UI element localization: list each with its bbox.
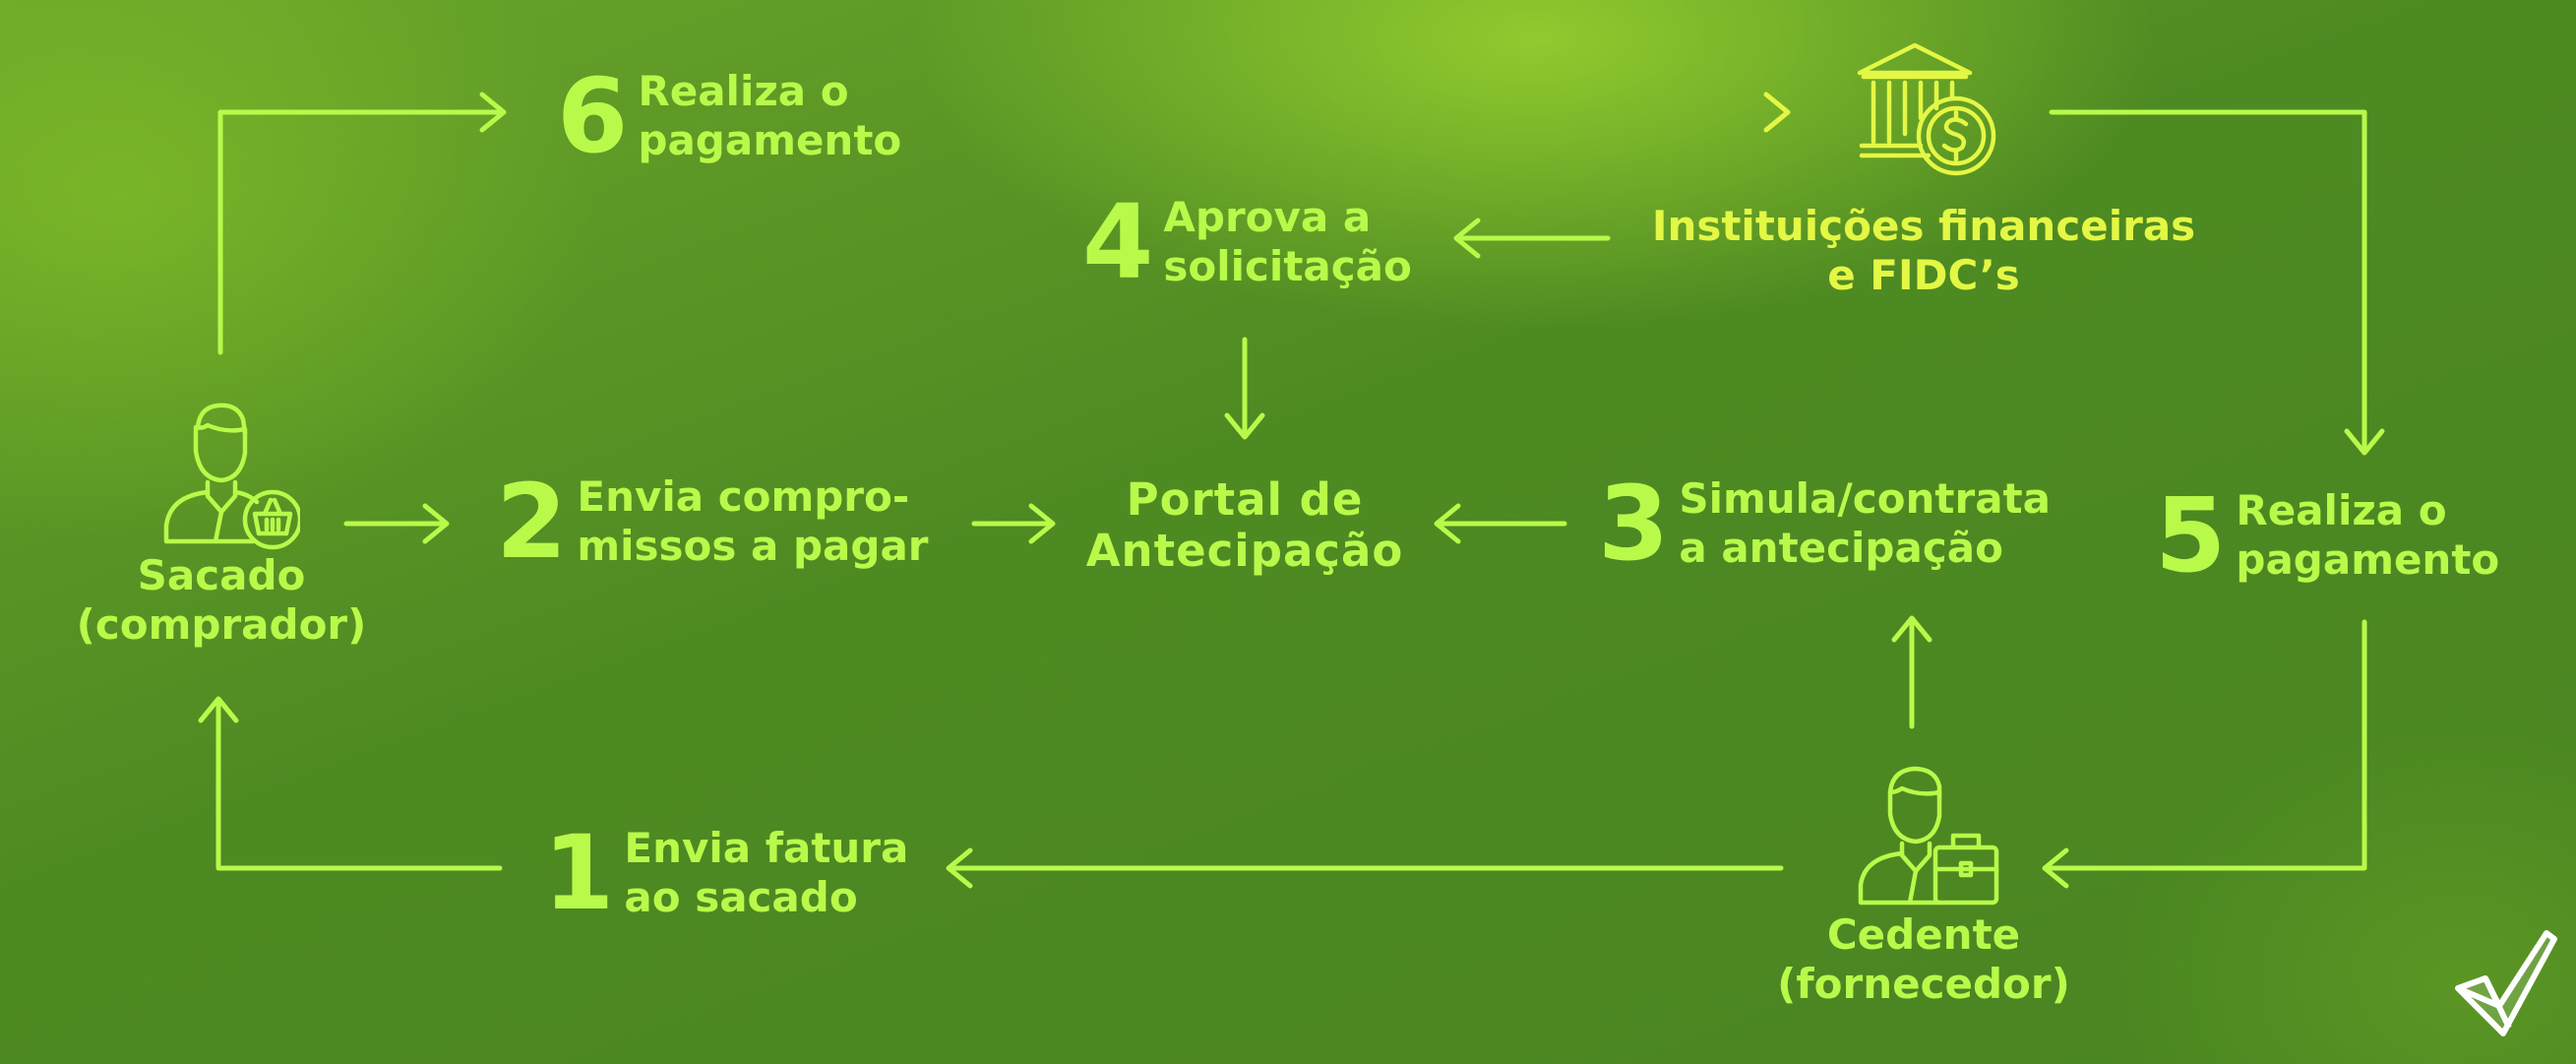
step-6-label: Realiza o pagamento (638, 67, 902, 164)
arrow-instituicoes-to-step5 (2049, 109, 2367, 454)
step-3: 3 Simula/contrata a antecipação (1598, 472, 2051, 575)
step-6: 6 Realiza o pagamento (557, 65, 901, 167)
step-2-label: Envia compro- missos a pagar (577, 472, 929, 570)
step-4-label: Aprova a solicitação (1163, 193, 1412, 290)
supplier-person-briefcase-icon (1761, 763, 2086, 910)
step-1-number: 1 (543, 813, 615, 933)
step-5: 5 Realiza o pagamento (2155, 484, 2499, 587)
step-3-number: 3 (1598, 464, 1670, 584)
step-1: 1 Envia fatura ao sacado (543, 822, 908, 924)
step-4: 4 Aprova a solicitação (1082, 191, 1412, 293)
portal-label: Portal de Antecipação (1085, 473, 1404, 577)
step-6-number: 6 (557, 56, 629, 176)
checkmark-logo-icon (2452, 925, 2560, 1047)
step-1-label: Envia fatura ao sacado (624, 824, 909, 921)
buyer-person-basket-icon (59, 394, 384, 551)
instituicoes-label: Instituições financeiras e FIDC’s (1651, 202, 2196, 299)
step-5-number: 5 (2155, 475, 2227, 595)
step-2: 2 Envia compro- missos a pagar (496, 470, 929, 573)
cedente-label: Cedente (fornecedor) (1777, 910, 2070, 1008)
step-2-number: 2 (496, 462, 568, 582)
arrow-sacado-to-step6 (217, 109, 505, 355)
step-3-label: Simula/contrata a antecipação (1679, 474, 2051, 572)
actor-instituicoes: Instituições financeiras e FIDC’s (1633, 39, 2214, 300)
actor-sacado: Sacado (comprador) (59, 394, 384, 650)
portal-antecipacao: Portal de Antecipação (1043, 474, 1446, 577)
bank-coin-icon (1633, 39, 2214, 182)
arrow-step5-to-cedente (2044, 619, 2367, 871)
step-5-label: Realiza o pagamento (2236, 486, 2500, 584)
actor-cedente: Cedente (fornecedor) (1761, 763, 2086, 1009)
arrow-step1-to-sacado (215, 698, 503, 871)
sacado-label: Sacado (comprador) (76, 551, 367, 649)
step-4-number: 4 (1082, 182, 1154, 302)
